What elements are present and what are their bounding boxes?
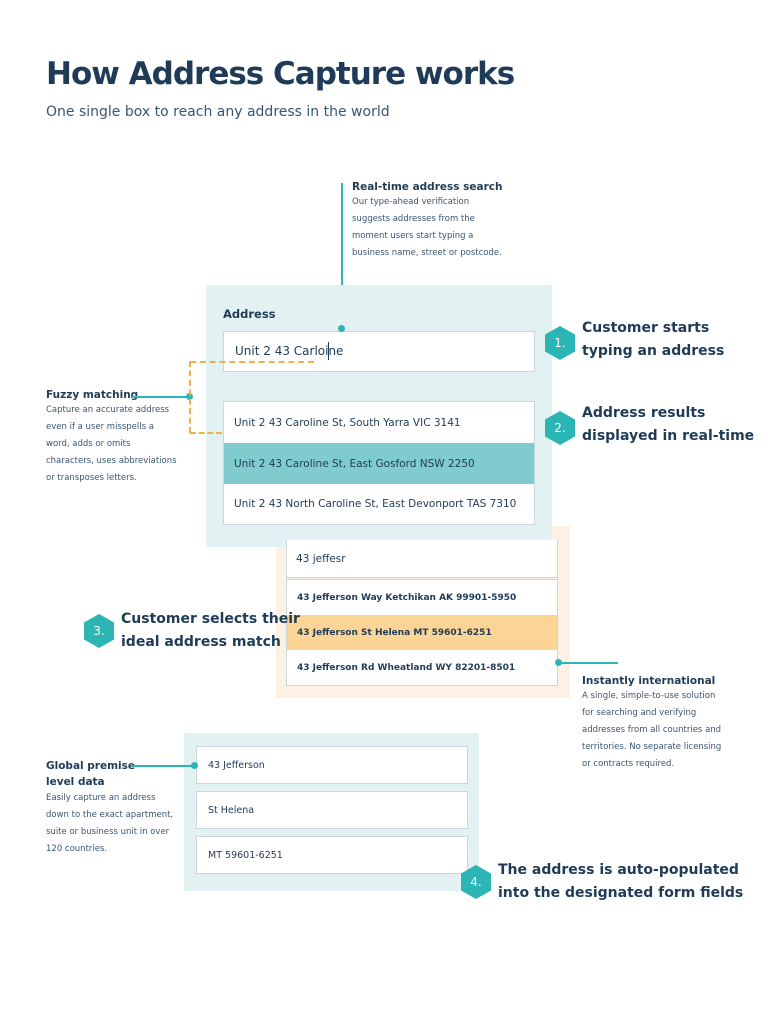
- address-result-item-selected[interactable]: Unit 2 43 Caroline St, East Gosford NSW …: [224, 443, 534, 484]
- step-line: ideal address match: [121, 634, 281, 650]
- note-international: Instantly international A single, simple…: [582, 675, 762, 773]
- form-field-street[interactable]: 43 Jefferson: [196, 746, 468, 784]
- note-international-line: or contracts required.: [582, 759, 675, 769]
- note-fuzzy-line: Capture an accurate address: [46, 405, 170, 415]
- note-premise-line: down to the exact apartment,: [46, 810, 174, 820]
- connector-international: [560, 662, 618, 664]
- connector-dot: [338, 325, 345, 332]
- connector-dot: [555, 659, 562, 666]
- intl-search-input[interactable]: 43 jeffesr: [286, 540, 558, 578]
- dashed-link: [189, 361, 191, 433]
- address-result-item[interactable]: Unit 2 43 Caroline St, South Yarra VIC 3…: [224, 402, 534, 443]
- note-international-line: for searching and verifying: [582, 708, 697, 718]
- step-1-text: Customer starts typing an address: [582, 317, 724, 363]
- note-realtime: Real-time address search Our type-ahead …: [352, 181, 552, 262]
- intl-search-value: 43 jeffesr: [296, 553, 346, 565]
- step-line: displayed in real-time: [582, 428, 755, 444]
- address-result-text: Unit 2 43 North Caroline St, East Devonp…: [234, 498, 517, 510]
- step-number: 3.: [93, 624, 105, 638]
- address-results-list: Unit 2 43 Caroline St, South Yarra VIC 3…: [223, 401, 535, 525]
- step-line: Customer starts: [582, 320, 710, 336]
- address-result-item[interactable]: Unit 2 43 North Caroline St, East Devonp…: [224, 484, 534, 524]
- form-field-value: St Helena: [208, 805, 255, 816]
- step-line: Address results: [582, 405, 706, 421]
- note-international-line: addresses from all countries and: [582, 725, 722, 735]
- note-fuzzy-line: characters, uses abbreviations: [46, 456, 177, 466]
- connector-dot: [191, 762, 198, 769]
- note-premise-line: 120 countries.: [46, 844, 108, 854]
- intl-result-text: 43 Jefferson Way Ketchikan AK 99901-5950: [297, 592, 517, 603]
- step-3-badge: 3.: [84, 614, 114, 648]
- step-line: Customer selects their: [121, 611, 300, 627]
- form-field-value: MT 59601-6251: [208, 850, 283, 861]
- note-fuzzy-heading: Fuzzy matching: [46, 389, 139, 401]
- intl-results-list: 43 Jefferson Way Ketchikan AK 99901-5950…: [286, 579, 558, 686]
- note-premise-heading: level data: [46, 776, 105, 788]
- step-4-badge: 4.: [461, 865, 491, 899]
- page-subtitle: One single box to reach any address in t…: [46, 104, 390, 120]
- form-field-city[interactable]: St Helena: [196, 791, 468, 829]
- note-fuzzy-line: even if a user misspells a: [46, 422, 154, 432]
- form-field-value: 43 Jefferson: [208, 760, 265, 771]
- intl-result-text: 43 Jefferson St Helena MT 59601-6251: [297, 627, 492, 638]
- connector-realtime: [341, 183, 343, 329]
- connector-fuzzy: [131, 396, 189, 398]
- intl-result-item[interactable]: 43 Jefferson Rd Wheatland WY 82201-8501: [287, 650, 557, 685]
- step-line: into the designated form fields: [498, 885, 744, 901]
- note-realtime-heading: Real-time address search: [352, 181, 503, 193]
- step-line: typing an address: [582, 343, 725, 359]
- note-realtime-line: suggests addresses from the: [352, 214, 475, 224]
- note-premise-line: Easily capture an address: [46, 793, 156, 803]
- step-3-text: Customer selects their ideal address mat…: [121, 608, 300, 654]
- note-realtime-line: Our type-ahead verification: [352, 197, 470, 207]
- note-realtime-line: business name, street or postcode.: [352, 248, 502, 258]
- note-premise-line: suite or business unit in over: [46, 827, 170, 837]
- note-premise: Global premise- level data Easily captur…: [46, 758, 186, 858]
- step-4-text: The address is auto-populated into the d…: [498, 859, 743, 905]
- note-fuzzy-line: word, adds or omits: [46, 439, 131, 449]
- address-search-input[interactable]: Unit 2 43 Carloine: [223, 331, 535, 372]
- address-search-value: Unit 2 43 Carloine: [235, 344, 344, 358]
- note-international-line: territories. No separate licensing: [582, 742, 722, 752]
- step-1-badge: 1.: [545, 326, 575, 360]
- note-fuzzy-line: or transposes letters.: [46, 473, 137, 483]
- step-2-badge: 2.: [545, 411, 575, 445]
- page-title: How Address Capture works: [46, 56, 515, 92]
- note-fuzzy: Fuzzy matching Capture an accurate addre…: [46, 389, 196, 487]
- intl-result-text: 43 Jefferson Rd Wheatland WY 82201-8501: [297, 662, 516, 673]
- note-realtime-line: moment users start typing a: [352, 231, 474, 241]
- step-number: 1.: [554, 336, 566, 350]
- address-result-text: Unit 2 43 Caroline St, South Yarra VIC 3…: [234, 416, 461, 429]
- address-label: Address: [223, 307, 276, 321]
- step-2-text: Address results displayed in real-time: [582, 402, 754, 448]
- dashed-link: [190, 361, 314, 363]
- note-international-heading: Instantly international: [582, 675, 716, 687]
- note-premise-heading: Global premise-: [46, 760, 140, 772]
- step-line: The address is auto-populated: [498, 862, 739, 878]
- form-field-state-zip[interactable]: MT 59601-6251: [196, 836, 468, 874]
- note-international-line: A single, simple-to-use solution: [582, 691, 716, 701]
- connector-premise: [131, 765, 193, 767]
- text-cursor: [328, 342, 329, 360]
- intl-result-item-selected[interactable]: 43 Jefferson St Helena MT 59601-6251: [287, 615, 557, 650]
- address-result-text: Unit 2 43 Caroline St, East Gosford NSW …: [234, 457, 475, 470]
- dashed-link: [190, 432, 222, 434]
- step-number: 2.: [554, 421, 566, 435]
- step-number: 4.: [470, 875, 482, 889]
- intl-result-item[interactable]: 43 Jefferson Way Ketchikan AK 99901-5950: [287, 580, 557, 615]
